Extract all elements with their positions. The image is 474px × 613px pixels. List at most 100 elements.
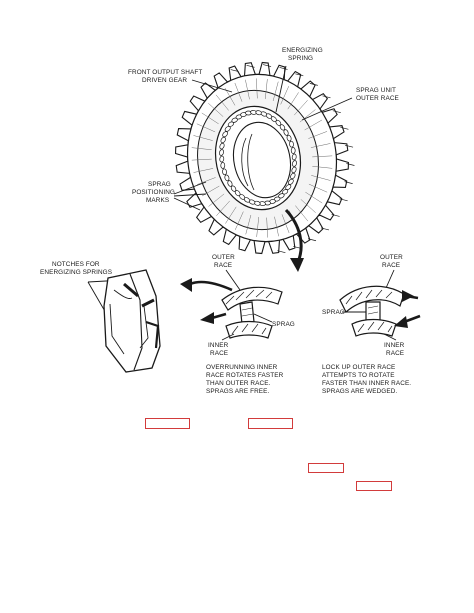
gear-shade-line <box>191 158 212 161</box>
gear-shade-line <box>196 177 216 185</box>
gear-shade-line <box>245 79 250 100</box>
notches-label-1: NOTCHES FOR <box>52 261 100 268</box>
sprag-unit-label: SPRAG UNIT <box>356 87 396 94</box>
sprag-bead <box>227 180 233 187</box>
gear-tooth-edge <box>230 69 239 72</box>
sprag-bead <box>289 140 294 148</box>
reference-link-box-4[interactable] <box>356 481 392 491</box>
single-sprag-illustration: NOTCHES FOR ENERGIZING SPRINGS <box>40 261 161 373</box>
sprag-right-label: SPRAG <box>322 309 345 316</box>
gear-shade-line <box>308 131 328 139</box>
gear-shade-line <box>234 211 244 230</box>
inner-race-right-label-2: RACE <box>386 350 404 357</box>
gear-shade-line <box>256 78 258 99</box>
sprag-bead <box>224 174 230 182</box>
gear-shade-line <box>201 112 219 125</box>
gear-shade-line <box>215 94 229 111</box>
gear-shade-line <box>224 87 236 106</box>
gear-tooth-edge <box>279 67 288 70</box>
gear-tooth-edge <box>344 144 354 148</box>
outer-race-left-label-2: RACE <box>214 262 232 269</box>
gear-shade-line <box>256 217 259 237</box>
sprag-bead <box>290 172 296 180</box>
energizing-spring-label: ENERGIZING <box>282 47 323 54</box>
outer-race-label: OUTER RACE <box>356 95 399 102</box>
gear-tooth-edge <box>309 83 318 86</box>
gear-shade-line <box>234 82 243 102</box>
gear-tooth-edge <box>339 198 348 202</box>
gear-shade-line <box>312 155 333 158</box>
gear-shade-line <box>305 191 323 204</box>
overrunning-caption-3: THAN OUTER RACE. <box>206 380 271 387</box>
lockup-caption-3: FASTER THAN INNER RACE. <box>322 380 411 387</box>
sprag-bead <box>219 149 224 156</box>
lockup-caption-1: LOCK UP OUTER RACE <box>322 364 395 371</box>
gear-tooth-edge <box>277 250 286 254</box>
outer-race-right-label-2: RACE <box>382 262 400 269</box>
energizing-spring-label-2: SPRING <box>288 55 313 62</box>
gear-shade-line <box>245 214 252 235</box>
gear-shade-line <box>266 217 268 238</box>
gear-shade-line <box>308 183 328 193</box>
reference-link-box-3[interactable] <box>308 463 344 473</box>
sprag-bead <box>291 166 297 174</box>
detail-arrow <box>284 208 304 272</box>
sprag-bead <box>222 168 227 176</box>
lockup-caption-2: ATTEMPTS TO ROTATE <box>322 372 395 379</box>
gear-shade-line <box>191 147 212 150</box>
lockup-detail: OUTER RACE SPRAG INNER RACE LOCK UP OUTE… <box>322 254 421 395</box>
lockup-caption-4: SPRAGS ARE WEDGED. <box>322 388 397 395</box>
gear-shade-line <box>196 123 216 133</box>
gear-shade-line <box>272 81 279 102</box>
front-output-shaft-gear <box>174 61 355 255</box>
reference-link-box-2[interactable] <box>248 418 293 429</box>
sprag-bead <box>222 131 228 138</box>
sprag-bead <box>288 178 294 185</box>
sprag-bead <box>291 153 297 161</box>
gear-shade-line <box>281 214 290 234</box>
gear-shade-line <box>274 216 279 237</box>
overrunning-caption-1: OVERRUNNING INNER <box>206 364 278 371</box>
gear-shade-line <box>295 205 309 222</box>
overrunning-detail: OUTER RACE SPRAG INNER RACE OVERRUNNING … <box>180 254 295 395</box>
gear-shade-line <box>193 135 213 141</box>
sprag-bead <box>290 147 296 154</box>
gear-shade-line <box>208 193 225 207</box>
gear-tooth-edge <box>320 227 330 231</box>
inner-race-left-label-2: RACE <box>210 350 228 357</box>
overrunning-caption-2: RACE ROTATES FASTER <box>206 372 284 379</box>
inner-race-left-label-1: INNER <box>208 342 229 349</box>
gear-shade-line <box>294 100 308 116</box>
sprag-bead <box>220 136 226 144</box>
inner-race-right-label-1: INNER <box>384 342 405 349</box>
inner-bore <box>232 121 292 199</box>
gear-shade-line <box>280 86 290 105</box>
overrunning-caption-4: SPRAGS ARE FREE. <box>206 388 270 395</box>
gear-shade-line <box>304 119 323 131</box>
reference-link-box-1[interactable] <box>145 418 190 429</box>
gear-tooth-edge <box>332 110 341 113</box>
notches-label-2: ENERGIZING SPRINGS <box>40 269 112 276</box>
gear-tooth-edge <box>262 64 272 67</box>
gear-shade-line <box>287 92 299 110</box>
gear-tooth-edge <box>331 214 340 217</box>
gear-shade-line <box>216 200 230 216</box>
outer-race-right-label-1: OUTER <box>380 254 403 261</box>
sprag-positioning-label-3: MARKS <box>146 197 169 204</box>
gear-shade-line <box>310 143 331 148</box>
gear-tooth-edge <box>322 95 331 99</box>
gear-tooth-edge <box>346 163 355 166</box>
sprag-bead <box>219 155 225 163</box>
sprag-positioning-label-1: SPRAG <box>148 181 171 188</box>
sprag-bead <box>292 160 297 167</box>
gear-tooth-edge <box>295 73 304 77</box>
sprag-positioning-label-2: POSITIONING <box>132 189 175 196</box>
driven-gear-label: DRIVEN GEAR <box>142 77 187 84</box>
sprag-bead <box>220 162 226 169</box>
gear-shade-line <box>225 206 237 224</box>
outer-race-left-label-1: OUTER <box>212 254 235 261</box>
sprag-bead <box>283 129 289 136</box>
sprag-left-label: SPRAG <box>272 321 295 328</box>
gear-shade-line <box>193 168 214 173</box>
